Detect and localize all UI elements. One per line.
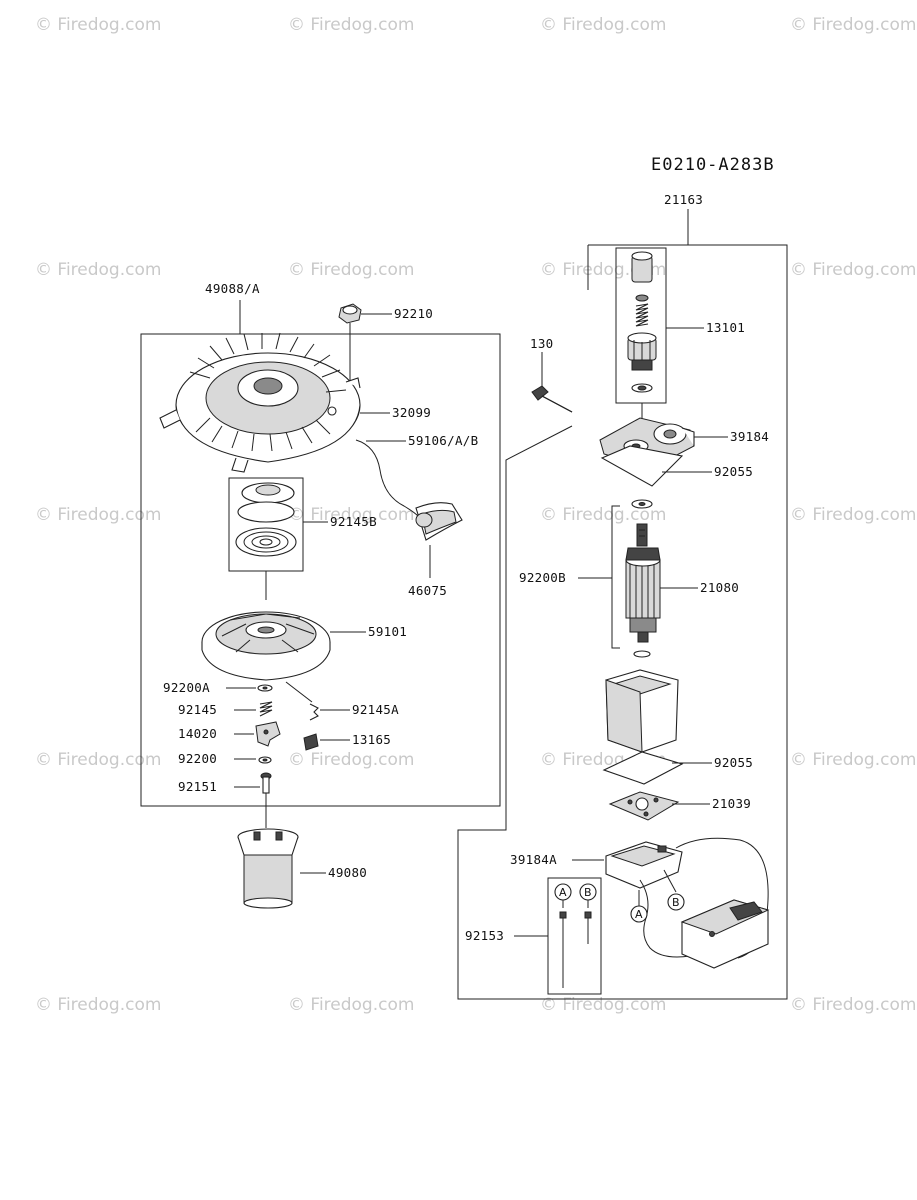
watermark: © Firedog.com: [288, 750, 414, 770]
watermarks: © Firedog.com © Firedog.com © Firedog.co…: [35, 15, 916, 1015]
part-92145B-spring: 92145B: [228, 477, 377, 600]
bolt-b-label: B: [584, 886, 592, 899]
label-92145A: 92145A: [352, 702, 399, 717]
bolt-a-label: A: [559, 886, 567, 899]
housing-fins: [189, 332, 347, 452]
part-39184A-rear-cover: 39184A: [510, 837, 769, 959]
label-21080: 21080: [700, 580, 739, 595]
watermark: © Firedog.com: [540, 995, 666, 1015]
label-32099: 32099: [392, 405, 431, 420]
label-39184: 39184: [730, 429, 769, 444]
label-92145: 92145: [178, 702, 217, 717]
part-92200-washer: 92200: [178, 751, 272, 766]
connector-b-label: B: [672, 896, 680, 909]
part-21080-armature: 21080: [625, 523, 739, 658]
watermark: © Firedog.com: [790, 750, 916, 770]
part-14020-ratchet: 14020: [178, 721, 281, 747]
wire-connectors: A B: [630, 890, 685, 923]
label-59106AB: 59106/A/B: [408, 433, 478, 448]
label-46075: 46075: [408, 583, 447, 598]
label-13101: 13101: [706, 320, 745, 335]
part-92210-nut: 92210: [338, 303, 433, 392]
label-92055-upper: 92055: [714, 464, 753, 479]
watermark: © Firedog.com: [35, 260, 161, 280]
watermark: © Firedog.com: [288, 260, 414, 280]
label-92200B: 92200B: [519, 570, 566, 585]
label-21039: 21039: [712, 796, 751, 811]
label-13165: 13165: [352, 732, 391, 747]
part-92055-gasket-lower: 92055: [602, 751, 753, 785]
recoil-starter-group: 49088/A 92210: [140, 281, 501, 909]
part-13101-pinion: 13101: [615, 247, 745, 420]
watermark: © Firedog.com: [790, 995, 916, 1015]
label-49080: 49080: [328, 865, 367, 880]
part-terminal-box: [680, 899, 770, 969]
watermark: © Firedog.com: [35, 750, 161, 770]
label-14020: 14020: [178, 726, 217, 741]
part-92055-gasket-upper: 92055: [600, 445, 753, 487]
label-39184A: 39184A: [510, 852, 557, 867]
part-92151-bolt: 92151: [178, 772, 272, 828]
part-13165-clip: 13165: [303, 732, 391, 751]
label-130: 130: [530, 336, 553, 351]
label-92151: 92151: [178, 779, 217, 794]
part-130-bolt: 130: [530, 336, 573, 413]
label-59101: 59101: [368, 624, 407, 639]
part-92145-spring: 92145: [178, 701, 273, 717]
label-92055-lower: 92055: [714, 755, 753, 770]
watermark: © Firedog.com: [790, 15, 916, 35]
part-21039-brush-holder: 21039: [608, 791, 751, 821]
label-49088A: 49088/A: [205, 281, 260, 296]
part-32099-housing: 32099: [159, 332, 431, 473]
label-21163: 21163: [664, 192, 703, 207]
part-49080-cup: 49080: [237, 828, 367, 909]
label-92200: 92200: [178, 751, 217, 766]
watermark: © Firedog.com: [288, 15, 414, 35]
connector-a-label: A: [635, 908, 643, 921]
part-92145A-spring: 92145A: [285, 681, 399, 721]
electric-starter-group: 21163 13101 130: [457, 192, 788, 1000]
watermark: © Firedog.com: [35, 995, 161, 1015]
part-92153-bolts: A B 92153: [465, 877, 602, 995]
part-59106-rope: 59106/A/B: [355, 433, 478, 517]
label-92210: 92210: [394, 306, 433, 321]
watermark: © Firedog.com: [790, 505, 916, 525]
watermark: © Firedog.com: [288, 505, 414, 525]
watermark: © Firedog.com: [288, 995, 414, 1015]
label-92145B: 92145B: [330, 514, 377, 529]
label-92153: 92153: [465, 928, 504, 943]
watermark: © Firedog.com: [35, 505, 161, 525]
diagram-code: E0210-A283B: [651, 155, 775, 175]
part-92200A-washer: 92200A: [163, 680, 273, 695]
label-92200A: 92200A: [163, 680, 210, 695]
watermark: © Firedog.com: [540, 15, 666, 35]
watermark: © Firedog.com: [35, 15, 161, 35]
part-92200B-armature-bracket: 92200B: [519, 505, 620, 649]
connector-b-marker: [667, 893, 685, 911]
part-yoke: [605, 669, 679, 753]
watermark: © Firedog.com: [540, 505, 666, 525]
part-59101-reel: 59101: [201, 611, 407, 681]
watermark: © Firedog.com: [790, 260, 916, 280]
part-46075-handle: 46075: [408, 502, 463, 598]
